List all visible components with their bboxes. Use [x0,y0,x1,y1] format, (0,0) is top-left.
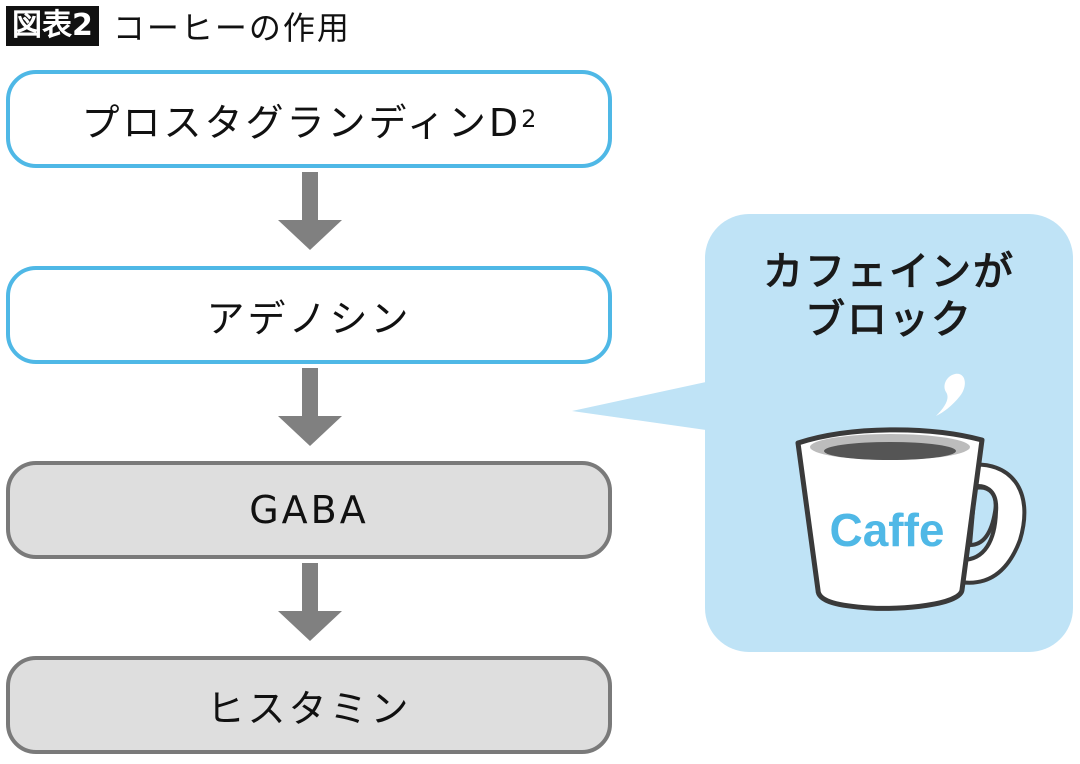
node-label: GABA [249,488,369,532]
coffee-mug-icon: Caffe [795,373,1027,611]
flow-node-histamine: ヒスタミン [6,656,612,754]
mug-label: Caffe [829,504,944,556]
figure-header: 図表2 コーヒーの作用 [6,4,351,48]
callout-line-2: ブロック [805,297,973,343]
callout-line-1: カフェインが [763,249,1015,295]
down-arrow-icon [278,172,342,250]
down-arrow-icon [278,368,342,446]
flow-node-gaba: GABA [6,461,612,559]
node-label: プロスタグランディンD [81,100,522,145]
node-label: アデノシン [206,296,412,341]
node-subscript: 2 [521,105,537,133]
down-arrow-icon [278,563,342,641]
mug-handle-hole [967,485,998,548]
node-label: ヒスタミン [206,686,412,731]
figure-title: コーヒーの作用 [112,9,351,47]
flow-node-adenosine: アデノシン [6,266,612,364]
mug-body [795,427,985,611]
steam-icon [936,373,965,416]
coffee-surface [824,442,956,460]
figure-label: 図表2 [6,6,99,46]
callout-text: カフェインが ブロック [705,248,1073,344]
callout-tail [572,382,706,430]
